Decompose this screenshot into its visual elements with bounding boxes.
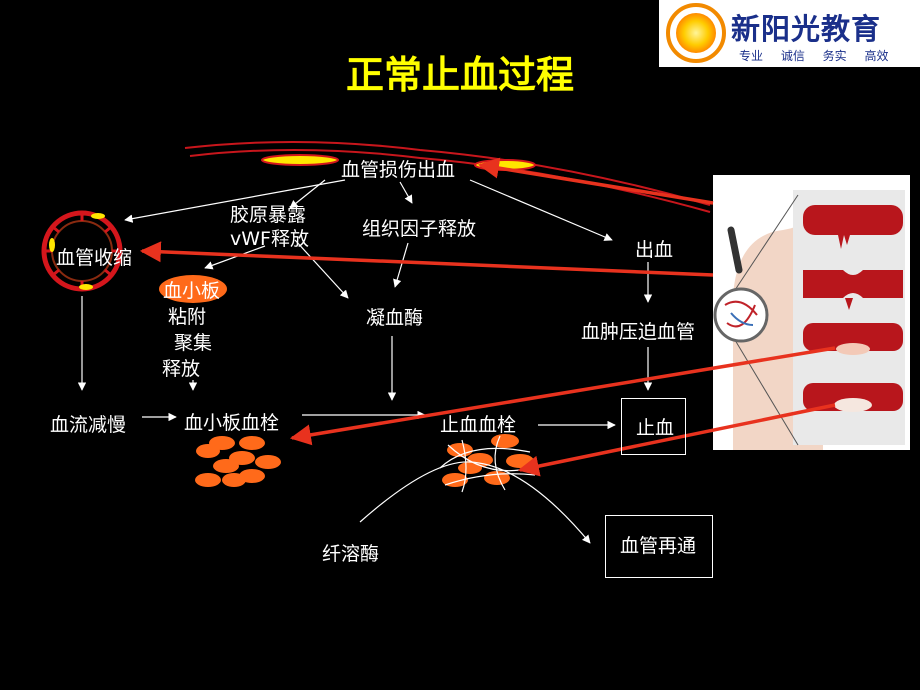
brand-logo: 新阳光教育 专业 诚信 务实 高效	[659, 0, 920, 67]
node-vwf-release: vWF释放	[230, 228, 309, 250]
fibrinolysis-curve	[359, 461, 591, 544]
node-thrombin: 凝血酶	[366, 307, 424, 329]
brand-slogan: 专业 诚信 务实 高效	[739, 49, 889, 63]
node-slow-flow: 血流减慢	[50, 414, 127, 436]
node-bleeding: 出血	[635, 239, 674, 261]
red-pointer-arrows	[139, 157, 836, 477]
node-release: 释放	[162, 358, 201, 380]
sun-logo-icon	[666, 3, 726, 63]
flow-arrows	[77, 179, 653, 430]
recanalization-box	[605, 515, 713, 578]
node-vasoconstriction: 血管收缩	[56, 247, 133, 269]
platelet-blob	[159, 275, 227, 303]
node-vessel-injury: 血管损伤出血	[341, 159, 456, 181]
node-platelet: 血小板	[163, 280, 221, 302]
platelet-cluster	[195, 436, 281, 487]
slide-title: 正常止血过程	[345, 53, 574, 97]
damaged-vessel-wall	[184, 140, 711, 213]
node-aggregation: 聚集	[174, 332, 213, 354]
node-hematoma: 血肿压迫血管	[581, 321, 696, 343]
node-collagen-exposure: 胶原暴露	[230, 204, 307, 226]
node-recanalization: 血管再通	[620, 535, 697, 557]
node-fibrinolysin: 纤溶酶	[322, 543, 380, 565]
node-hemostasis: 止血	[636, 417, 675, 439]
node-adhesion: 粘附	[168, 306, 207, 328]
vessel-illustration	[713, 190, 905, 450]
vessel-illustration-inset	[713, 175, 910, 450]
brand-name: 新阳光教育	[731, 12, 882, 46]
node-hemostatic-plug: 止血血栓	[440, 414, 517, 436]
node-platelet-plug: 血小板血栓	[184, 412, 280, 434]
node-tissue-factor: 组织因子释放	[362, 218, 477, 240]
vessel-ring	[41, 210, 123, 292]
hemostasis-box	[621, 398, 686, 455]
